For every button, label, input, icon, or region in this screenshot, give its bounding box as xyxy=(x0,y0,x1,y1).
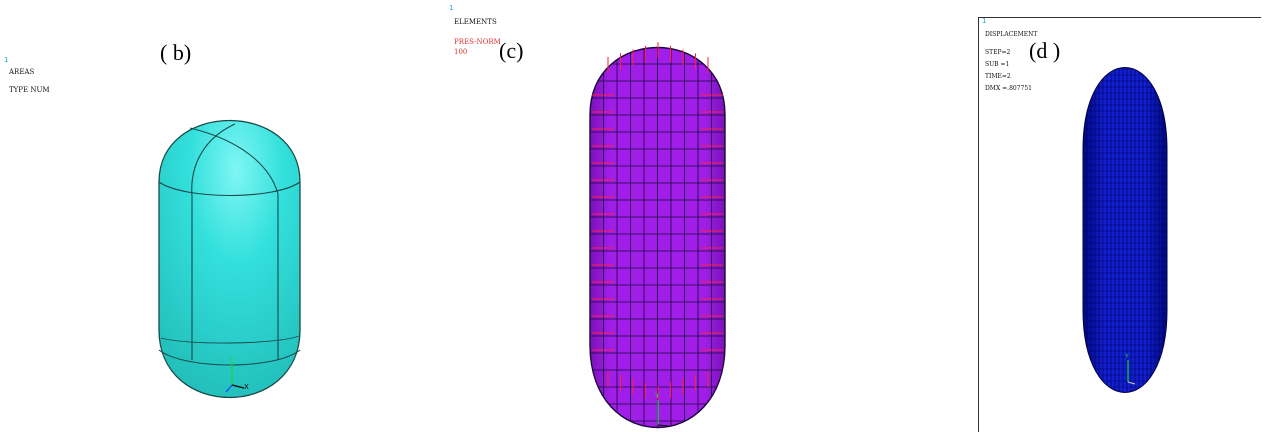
axis-x-label: X xyxy=(244,383,249,391)
load-value: 100 xyxy=(454,48,468,56)
capsule-displacement-drawing: Y xyxy=(1082,67,1168,393)
window-number: 1 xyxy=(449,4,454,12)
capsule-body xyxy=(158,119,301,399)
dome-seam xyxy=(158,181,301,196)
load-label: PRES-NORM xyxy=(454,38,501,46)
dome-arc-right xyxy=(189,127,279,195)
axis-triad-icon xyxy=(225,362,245,393)
axis-y-label: Y xyxy=(654,392,660,400)
capsule-areas-drawing: Y X xyxy=(158,119,301,399)
dome-arc-left xyxy=(191,123,236,197)
dmx-readout: DMX =.807751 xyxy=(985,85,1032,92)
time-readout: TIME=2 xyxy=(985,73,1011,80)
panel-d-displacement-plot: 1 DISPLACEMENT STEP=2 SUB =1 TIME=2 DMX … xyxy=(975,0,1265,432)
axis-triad-icon xyxy=(657,400,669,427)
figure-label: (d ) xyxy=(1029,38,1061,63)
axis-y-label: Y xyxy=(228,356,234,364)
element-mesh-grid xyxy=(590,47,725,428)
capsule-mesh-pressure-drawing: Y xyxy=(589,42,726,428)
sub-readout: SUB =1 xyxy=(985,61,1010,68)
capsule-body xyxy=(1082,67,1168,393)
plot-title: AREAS xyxy=(9,68,35,76)
axis-triad-icon xyxy=(1127,360,1136,385)
figure-label: (c) xyxy=(499,38,524,63)
plot-title: DISPLACEMENT xyxy=(985,31,1038,38)
figure-label: ( b) xyxy=(160,40,192,65)
plot-frame xyxy=(978,17,1261,432)
step-readout: STEP=2 xyxy=(985,49,1011,56)
bottom-seam-back xyxy=(160,335,300,344)
plot-title: ELEMENTS xyxy=(454,18,497,26)
pressure-arrows xyxy=(592,42,723,402)
plot-subtitle: TYPE NUM xyxy=(9,86,50,94)
window-number: 1 xyxy=(4,56,9,64)
axis-y-label: Y xyxy=(1124,353,1129,360)
panel-c-elements-plot: 1 ELEMENTS PRES-NORM 100 (c) Y xyxy=(440,0,860,432)
bottom-seam xyxy=(158,349,301,366)
panel-b-areas-plot: 1 AREAS TYPE NUM ( b) Y X xyxy=(0,0,420,432)
window-number: 1 xyxy=(982,17,987,25)
